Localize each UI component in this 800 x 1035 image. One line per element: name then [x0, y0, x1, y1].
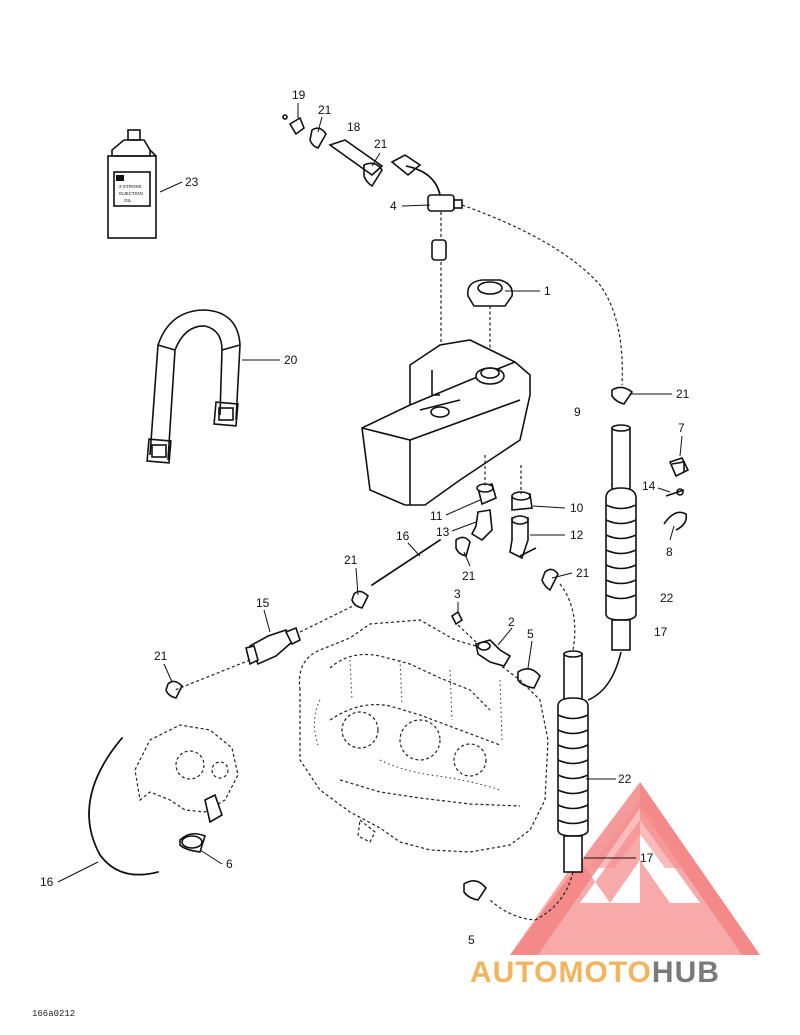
callout-19: 19	[292, 88, 306, 102]
vent-tube-lower	[463, 583, 622, 921]
leader-lines	[57, 103, 683, 883]
bottle-label-line-1: 2-STROKE	[119, 184, 142, 189]
watermark-inner-peak	[590, 800, 690, 868]
vent-hose-assembly	[282, 114, 463, 261]
callout-21-c: 21	[676, 387, 690, 401]
callout-14: 14	[642, 479, 656, 493]
clip-parts	[663, 457, 690, 531]
callout-1: 1	[544, 284, 551, 298]
banjo-fittings	[450, 610, 541, 689]
callout-22-b: 22	[618, 772, 632, 786]
callout-21-d: 21	[344, 553, 358, 567]
watermark-text: AUTOMOTOHUB	[470, 956, 720, 989]
callout-numbers: 19 21 18 21 23 4 1 20 21 9 7 10 14 11 13…	[40, 88, 690, 947]
watermark-triangle-outline	[510, 782, 760, 955]
callout-21-b: 21	[374, 137, 388, 151]
callout-16-a: 16	[396, 529, 410, 543]
callout-21-g: 21	[154, 649, 168, 663]
callout-17-a: 17	[654, 625, 668, 639]
callout-21-a: 21	[318, 103, 332, 117]
oil-hose-lower	[88, 680, 183, 876]
callout-9: 9	[574, 405, 581, 419]
callout-12: 12	[570, 528, 584, 542]
engine-outline	[298, 619, 549, 853]
watermark-triangle	[510, 782, 760, 955]
callout-10: 10	[570, 501, 584, 515]
callout-18: 18	[347, 120, 361, 134]
vent-tube-upper	[605, 386, 637, 651]
tank-fittings	[455, 455, 559, 592]
callout-20: 20	[284, 353, 298, 367]
callout-21-e: 21	[462, 569, 476, 583]
callout-7: 7	[678, 421, 685, 435]
vent-line	[461, 204, 623, 386]
oil-bottle: 2-STROKE INJECTION OIL	[107, 129, 157, 239]
oil-tank	[361, 339, 531, 506]
callout-8: 8	[666, 545, 673, 559]
callout-11: 11	[430, 509, 443, 523]
callout-21-f: 21	[576, 566, 590, 580]
oil-hose-upper	[351, 539, 441, 609]
bottle-label-line-3: OIL	[124, 198, 132, 203]
callout-22-a: 22	[660, 591, 674, 605]
callout-17-b: 17	[640, 851, 654, 865]
watermark-text-part-1: AUTOMOTO	[470, 956, 652, 989]
callout-23: 23	[185, 175, 199, 189]
callout-5-b: 5	[468, 933, 475, 947]
callout-15: 15	[256, 596, 270, 610]
callout-6: 6	[226, 857, 233, 871]
callout-5-a: 5	[527, 627, 534, 641]
callout-4: 4	[390, 199, 397, 213]
tank-strap	[146, 309, 241, 464]
callout-16-b: 16	[40, 875, 54, 889]
bottle-label-line-2: INJECTION	[119, 191, 143, 196]
oil-pump	[134, 724, 239, 853]
callout-2: 2	[508, 615, 515, 629]
watermark-text-part-2: HUB	[652, 956, 720, 989]
callout-3: 3	[454, 587, 461, 601]
watermark-logo	[510, 782, 760, 955]
oil-filter	[174, 604, 356, 691]
drawing-code: 166a0212	[32, 1009, 75, 1019]
callout-13: 13	[436, 525, 450, 539]
